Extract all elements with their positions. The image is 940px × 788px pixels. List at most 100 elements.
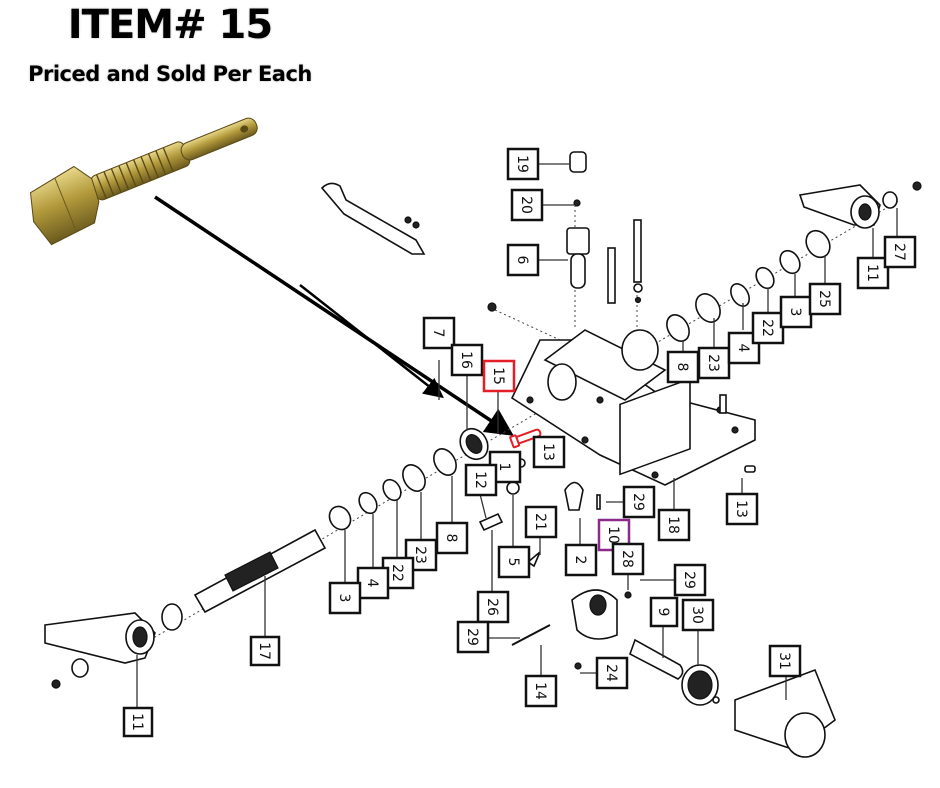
callout-number: 21 <box>532 513 548 531</box>
right-shaft-parts <box>666 181 922 342</box>
callout-number: 5 <box>505 558 521 567</box>
callout-box <box>649 596 679 628</box>
callout-number: 11 <box>129 713 145 731</box>
callout-22a: 22 <box>751 311 785 345</box>
callout-26: 26 <box>476 590 510 624</box>
callout-25: 25 <box>808 282 842 316</box>
callout-20: 20 <box>510 188 544 222</box>
threaded-pin-bolt-photo <box>29 117 258 246</box>
callout-3a: 3 <box>779 295 813 329</box>
top-parts <box>487 151 643 312</box>
callout-11a: 11 <box>856 256 890 290</box>
callout-number: 12 <box>472 471 488 489</box>
callout-8a: 8 <box>666 350 700 384</box>
callout-box <box>595 656 629 690</box>
callout-box <box>856 256 890 290</box>
callout-box <box>751 311 785 345</box>
callout-number: 22 <box>759 319 775 337</box>
callout-number: 10 <box>605 526 621 544</box>
callout-box <box>883 235 917 269</box>
callout-11b: 11 <box>122 706 154 738</box>
callout-number: 28 <box>619 550 635 568</box>
callout-box <box>666 350 700 384</box>
callout-27: 27 <box>883 235 917 269</box>
callout-number: 2 <box>572 556 588 565</box>
callout-2: 2 <box>564 543 598 577</box>
callout-number: 26 <box>484 598 500 616</box>
left-shaft-parts <box>44 427 489 689</box>
control-lever-part <box>320 182 426 255</box>
callout-number: 7 <box>430 329 446 338</box>
callout-23a: 23 <box>697 346 731 380</box>
callout-16: 16 <box>450 343 484 377</box>
callout-8b: 8 <box>435 521 469 555</box>
callout-number: 8 <box>674 363 690 372</box>
callout-box <box>506 243 540 277</box>
callout-15: 15 <box>482 359 516 393</box>
callout-box <box>510 188 544 222</box>
callout-number: 16 <box>458 351 474 369</box>
callout-box <box>524 674 558 708</box>
callout-box <box>808 282 842 316</box>
callout-box <box>779 295 813 329</box>
callout-7: 7 <box>422 316 456 350</box>
callout-14: 14 <box>524 674 558 708</box>
callout-number: 15 <box>490 367 506 385</box>
callout-box <box>435 521 469 555</box>
callout-box <box>725 492 759 526</box>
callout-box <box>328 581 362 615</box>
item-title: ITEM# 15 <box>67 2 273 48</box>
callout-box <box>673 563 707 597</box>
callout-30: 30 <box>681 598 715 632</box>
callout-9: 9 <box>649 596 679 628</box>
callout-box <box>450 343 484 377</box>
callout-number: 23 <box>705 354 721 372</box>
callout-box <box>681 598 715 632</box>
callout-number: 3 <box>787 308 803 317</box>
callout-number: 9 <box>655 608 671 617</box>
callout-13b: 13 <box>725 492 759 526</box>
callout-box <box>249 635 281 667</box>
callout-box <box>506 147 540 181</box>
callout-28: 28 <box>611 542 645 576</box>
callout-box <box>727 331 761 365</box>
callout-number: 31 <box>776 652 792 670</box>
callout-number: 22 <box>389 564 405 582</box>
callout-number: 29 <box>464 628 480 646</box>
callout-number: 1 <box>496 463 512 472</box>
callout-box <box>456 620 490 654</box>
callout-box <box>564 543 598 577</box>
callout-box <box>476 590 510 624</box>
callout-box <box>356 566 390 600</box>
callout-5: 5 <box>497 545 531 579</box>
callout-12: 12 <box>464 463 498 497</box>
lower-parts <box>478 458 836 758</box>
callout-number: 20 <box>518 196 534 214</box>
callout-number: 4 <box>364 579 380 588</box>
callout-box <box>611 542 645 576</box>
callout-number: 13 <box>540 443 556 461</box>
callout-box <box>464 463 498 497</box>
callout-number: 17 <box>256 642 272 660</box>
callout-number: 25 <box>816 290 832 308</box>
callout-box <box>497 545 531 579</box>
callout-number: 18 <box>665 516 681 534</box>
callout-box <box>768 644 802 678</box>
callout-number: 13 <box>733 500 749 518</box>
pointer-arrow-secondary <box>299 284 444 399</box>
callout-number: 11 <box>864 264 880 282</box>
pump-housing-part <box>510 329 756 486</box>
callout-number: 4 <box>735 344 751 353</box>
callout-18: 18 <box>657 508 691 542</box>
callout-3b: 3 <box>328 581 362 615</box>
callout-number: 8 <box>443 534 459 543</box>
callout-31: 31 <box>768 644 802 678</box>
callout-number: 27 <box>891 243 907 261</box>
callout-box <box>488 450 522 484</box>
callout-29b: 29 <box>673 563 707 597</box>
callout-24: 24 <box>595 656 629 690</box>
callout-29c: 29 <box>456 620 490 654</box>
callout-19: 19 <box>506 147 540 181</box>
